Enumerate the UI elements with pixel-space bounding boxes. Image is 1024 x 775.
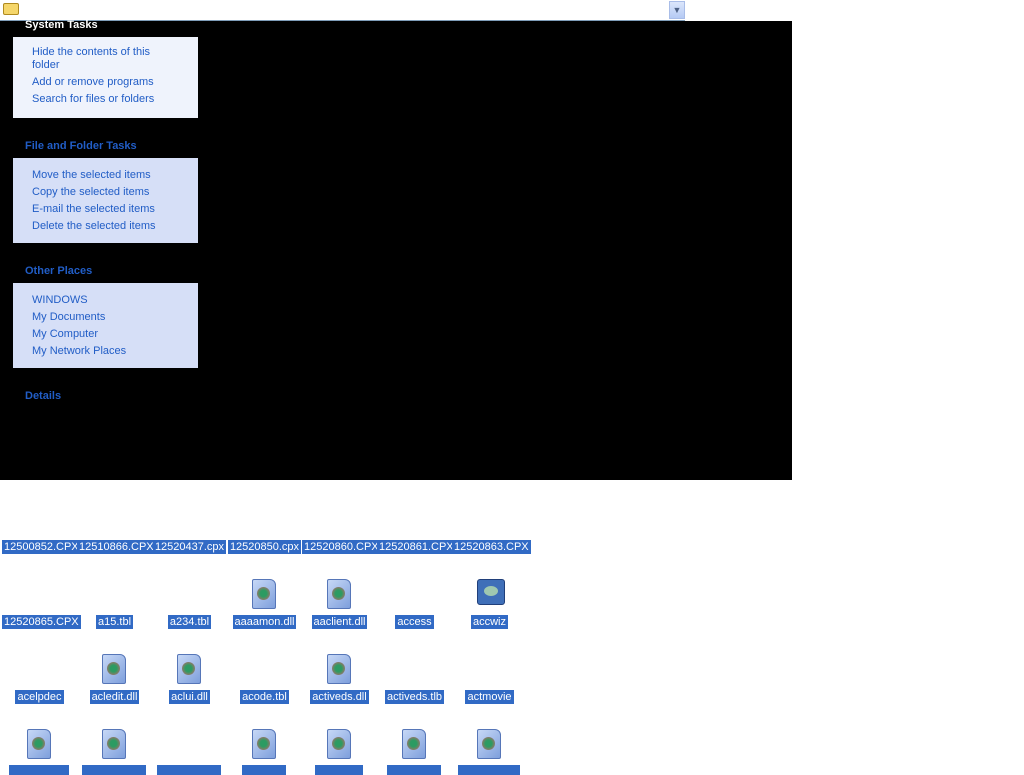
file-item[interactable] — [157, 765, 221, 775]
file-item[interactable] — [315, 765, 363, 775]
copy-items-link[interactable]: Copy the selected items — [32, 186, 150, 198]
file-label: aaclient.dll — [311, 615, 368, 629]
dll-file-icon[interactable] — [177, 654, 201, 684]
file-item[interactable] — [458, 765, 520, 775]
file-label: a15.tbl — [95, 615, 134, 629]
task-pane: System Tasks Hide the contents of this f… — [0, 19, 792, 480]
address-bar[interactable]: ▼ — [0, 0, 685, 21]
file-label: 12520861.CPX — [377, 540, 456, 554]
dll-file-icon[interactable] — [327, 579, 351, 609]
file-item[interactable]: 12520860.CPX — [302, 540, 381, 554]
system-tasks-header[interactable]: System Tasks — [25, 19, 98, 31]
file-item[interactable]: 12520437.cpx — [152, 540, 227, 554]
file-label: acelpdec — [15, 690, 64, 704]
other-places-header[interactable]: Other Places — [25, 265, 93, 277]
details-header[interactable]: Details — [25, 390, 62, 402]
file-folder-tasks-panel: Move the selected items Copy the selecte… — [13, 158, 198, 243]
file-item[interactable]: access — [377, 615, 452, 629]
file-label: 12520437.cpx — [152, 540, 227, 554]
file-item[interactable]: acode.tbl — [227, 690, 302, 704]
dll-file-icon[interactable] — [402, 729, 426, 759]
dll-file-icon[interactable] — [27, 729, 51, 759]
file-label: 12520865.CPX — [2, 615, 81, 629]
file-item[interactable] — [9, 765, 69, 775]
file-label: 12520860.CPX — [302, 540, 381, 554]
file-item[interactable]: 12520850.cpx — [227, 540, 302, 554]
file-label: 12510866.CPX — [77, 540, 156, 554]
my-documents-link[interactable]: My Documents — [32, 311, 106, 323]
dll-file-icon[interactable] — [252, 729, 276, 759]
dll-file-icon[interactable] — [327, 654, 351, 684]
my-computer-link[interactable]: My Computer — [32, 328, 99, 340]
file-label: acledit.dll — [89, 690, 140, 704]
file-item[interactable]: a15.tbl — [77, 615, 152, 629]
file-item[interactable]: 12520865.CPX — [2, 615, 81, 629]
chevron-down-icon[interactable]: ▼ — [669, 1, 685, 19]
file-label: a234.tbl — [167, 615, 212, 629]
hide-folder-contents-link[interactable]: Hide the contents of this folder — [32, 46, 151, 71]
dll-file-icon[interactable] — [102, 729, 126, 759]
file-item[interactable] — [82, 765, 146, 775]
file-item[interactable]: a234.tbl — [152, 615, 227, 629]
file-item[interactable]: aaclient.dll — [302, 615, 377, 629]
file-item[interactable]: accwiz — [452, 615, 527, 629]
file-item[interactable] — [242, 765, 286, 775]
add-remove-programs-link[interactable]: Add or remove programs — [32, 76, 154, 88]
file-label: access — [395, 615, 434, 629]
file-label: activeds.dll — [310, 690, 369, 704]
dll-file-icon[interactable] — [102, 654, 126, 684]
file-item[interactable]: actmovie — [452, 690, 527, 704]
file-folder-tasks-header[interactable]: File and Folder Tasks — [25, 140, 137, 152]
file-item[interactable]: aclui.dll — [152, 690, 227, 704]
file-item[interactable]: 12500852.CPX — [2, 540, 81, 554]
windows-link[interactable]: WINDOWS — [32, 294, 88, 306]
dll-file-icon[interactable] — [477, 729, 501, 759]
file-item[interactable]: 12510866.CPX — [77, 540, 156, 554]
dll-file-icon[interactable] — [327, 729, 351, 759]
my-network-places-link[interactable]: My Network Places — [32, 345, 127, 357]
email-items-link[interactable]: E-mail the selected items — [32, 203, 155, 215]
file-label: 12500852.CPX — [2, 540, 81, 554]
file-item[interactable]: acledit.dll — [77, 690, 152, 704]
file-label: actmovie — [465, 690, 514, 704]
system-tasks-panel: Hide the contents of this folder Add or … — [13, 37, 198, 118]
delete-items-link[interactable]: Delete the selected items — [32, 220, 156, 232]
file-item[interactable]: 12520863.CPX — [452, 540, 531, 554]
file-item[interactable]: acelpdec — [2, 690, 77, 704]
file-item[interactable] — [387, 765, 441, 775]
file-label: aclui.dll — [169, 690, 210, 704]
dll-file-icon[interactable] — [252, 579, 276, 609]
file-item[interactable]: 12520861.CPX — [377, 540, 456, 554]
file-label: activeds.tlb — [384, 690, 445, 704]
search-files-link[interactable]: Search for files or folders — [32, 93, 155, 105]
file-label: accwiz — [470, 615, 508, 629]
move-items-link[interactable]: Move the selected items — [32, 169, 151, 181]
file-item[interactable]: activeds.dll — [302, 690, 377, 704]
file-item[interactable]: aaaamon.dll — [227, 615, 302, 629]
file-label: aaaamon.dll — [232, 615, 297, 629]
file-label: 12520850.cpx — [227, 540, 302, 554]
accessibility-wizard-icon[interactable] — [477, 579, 505, 605]
file-item[interactable]: activeds.tlb — [377, 690, 452, 704]
folder-icon — [3, 3, 19, 15]
file-label: 12520863.CPX — [452, 540, 531, 554]
other-places-panel: WINDOWS My Documents My Computer My Netw… — [13, 283, 198, 368]
file-label: acode.tbl — [240, 690, 289, 704]
